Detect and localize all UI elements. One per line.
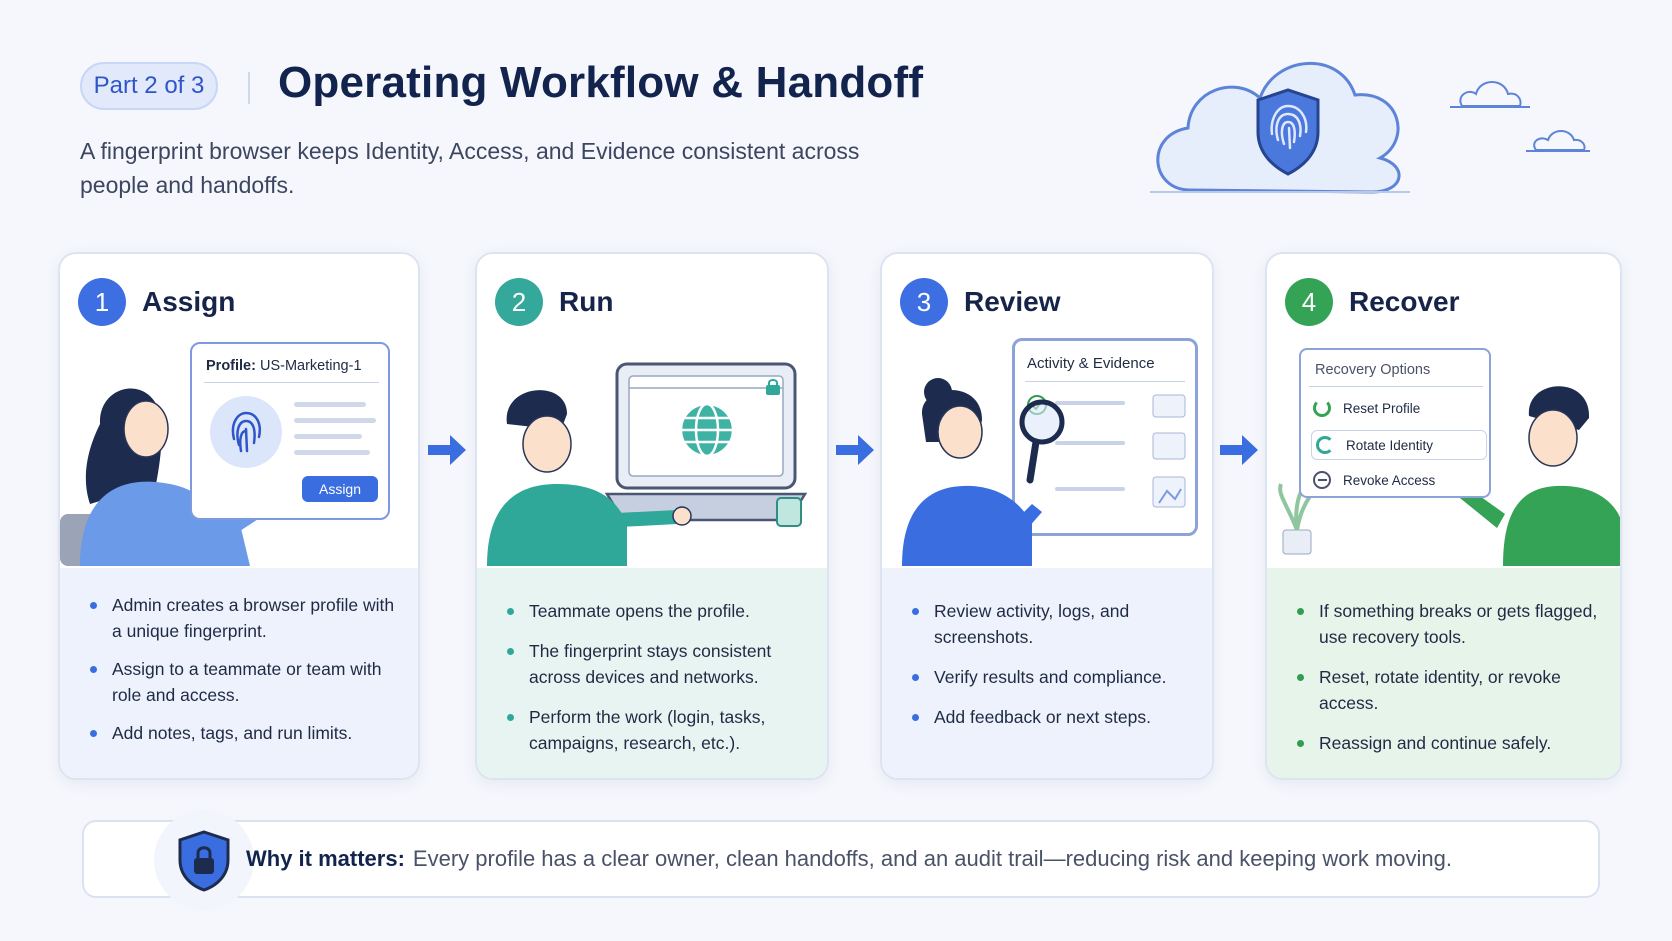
run-illustration [477, 334, 827, 566]
assign-illustration: Profile: US-Marketing-1 Assign [60, 334, 418, 566]
cloud-shield-illustration [1150, 61, 1590, 194]
step-description: Review activity, logs, and screenshots. … [882, 568, 1212, 778]
step-number: 3 [900, 278, 948, 326]
rotate-icon [1316, 436, 1334, 454]
step-number: 4 [1285, 278, 1333, 326]
profile-panel: Profile: US-Marketing-1 Assign [190, 342, 390, 520]
step-title: Run [559, 286, 614, 317]
profile-label: Profile: [206, 358, 256, 374]
revoke-icon [1313, 471, 1331, 489]
small-cloud-icon [1450, 81, 1590, 152]
step-description: Teammate opens the profile. The fingerpr… [477, 568, 827, 778]
bullet-item: Add feedback or next steps. [912, 704, 1192, 730]
globe-icon [679, 402, 735, 458]
option-label: Revoke Access [1343, 472, 1436, 488]
why-it-matters-banner: Why it matters: Every profile has a clear… [82, 810, 1600, 910]
shield-fingerprint-icon [1256, 88, 1320, 176]
option-label: Reset Profile [1343, 400, 1421, 416]
bullet-item: Admin creates a browser profile with a u… [90, 592, 398, 644]
step-card-review: 3 Review Activity & Evidence [880, 252, 1214, 780]
bullet-item: Assign to a teammate or team with role a… [90, 656, 398, 708]
step-card-run: 2 Run [475, 252, 829, 780]
reset-icon [1313, 399, 1331, 417]
activity-panel: Activity & Evidence [1012, 338, 1198, 536]
step-card-recover: 4 Recover Recovery Options Reset Profile… [1265, 252, 1622, 780]
bullet-item: Teammate opens the profile. [507, 598, 807, 624]
why-it-matters-body: Every profile has a clear owner, clean h… [412, 846, 1452, 871]
step-number: 1 [78, 278, 126, 326]
review-illustration: Activity & Evidence [882, 334, 1212, 566]
recovery-panel-title: Recovery Options [1315, 362, 1431, 378]
step-card-assign: 1 Assign Profile: US-Marketing-1 [58, 252, 420, 780]
assign-button[interactable]: Assign [302, 476, 378, 502]
recovery-panel: Recovery Options Reset Profile Rotate Id… [1299, 348, 1491, 498]
step-description: If something breaks or gets flagged, use… [1267, 568, 1620, 778]
step-header: 4 Recover [1285, 278, 1460, 326]
shield-lock-icon [154, 810, 254, 910]
activity-panel-title: Activity & Evidence [1027, 355, 1155, 372]
rotate-identity-option[interactable]: Rotate Identity [1311, 430, 1487, 460]
bullet-item: Perform the work (login, tasks, campaign… [507, 704, 807, 756]
profile-value: US-Marketing-1 [259, 358, 362, 374]
bullet-item: Review activity, logs, and screenshots. [912, 598, 1192, 650]
bullet-item: Add notes, tags, and run limits. [90, 720, 398, 746]
why-it-matters-text: Why it matters: Every profile has a clear… [246, 846, 1452, 872]
lock-icon [766, 379, 780, 395]
option-label: Rotate Identity [1346, 437, 1434, 453]
profile-name: Profile: US-Marketing-1 [206, 358, 362, 374]
bullet-item: If something breaks or gets flagged, use… [1297, 598, 1600, 650]
reset-profile-option[interactable]: Reset Profile [1313, 394, 1483, 422]
step-header: 1 Assign [78, 278, 235, 326]
page-title: Operating Workflow & Handoff [278, 58, 924, 107]
magnifier-icon [1019, 399, 1065, 484]
arrow-right-icon [428, 435, 466, 465]
step-title: Assign [142, 286, 236, 317]
step-title: Recover [1349, 286, 1460, 317]
step-header: 3 Review [900, 278, 1061, 326]
bullet-item: The fingerprint stays consistent across … [507, 638, 807, 690]
step-description: Admin creates a browser profile with a u… [60, 568, 418, 778]
fingerprint-icon [210, 396, 282, 468]
bullet-item: Reset, rotate identity, or revoke access… [1297, 664, 1600, 716]
step-number: 2 [495, 278, 543, 326]
recover-illustration: Recovery Options Reset Profile Rotate Id… [1267, 334, 1620, 566]
page-subtitle: A fingerprint browser keeps Identity, Ac… [80, 138, 860, 198]
step-title: Review [964, 286, 1061, 317]
bullet-item: Verify results and compliance. [912, 664, 1192, 690]
arrow-right-icon [836, 435, 874, 465]
revoke-access-option[interactable]: Revoke Access [1313, 466, 1483, 494]
title-divider [248, 72, 250, 104]
bullet-item: Reassign and continue safely. [1297, 730, 1600, 756]
arrow-right-icon [1220, 435, 1258, 465]
why-it-matters-label: Why it matters: [246, 846, 405, 871]
step-header: 2 Run [495, 278, 613, 326]
part-badge: Part 2 of 3 [80, 62, 218, 110]
